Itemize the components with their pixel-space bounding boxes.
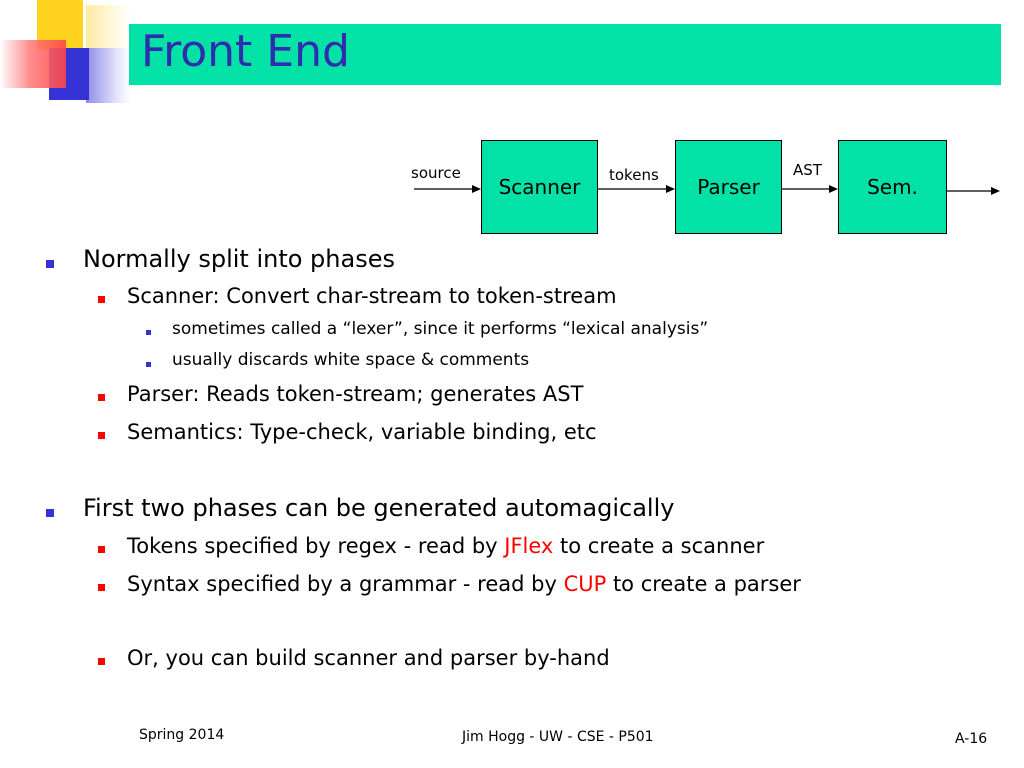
- diagram-box-parser: Parser: [675, 140, 782, 234]
- bullet-scanner: Scanner: Convert char-stream to token-st…: [127, 284, 617, 308]
- diagram-label-ast: AST: [793, 161, 822, 179]
- bullet-syntax-cup: Syntax specified by a grammar - read by …: [127, 572, 801, 596]
- bullet-marker-level2: [98, 658, 105, 665]
- decorative-square-red: [0, 40, 66, 88]
- footer-date: Spring 2014: [139, 727, 225, 743]
- text-tokens-post: to create a scanner: [553, 534, 765, 558]
- bullet-normally-split: Normally split into phases: [83, 245, 395, 273]
- footer-slide-number: A-16: [955, 731, 988, 747]
- bullet-marker-level1: [46, 509, 54, 517]
- bullet-tokens-jflex: Tokens specified by regex - read by JFle…: [127, 534, 764, 558]
- bullet-marker-level2: [98, 432, 105, 439]
- bullet-parser: Parser: Reads token-stream; generates AS…: [127, 382, 584, 406]
- bullet-marker-level3: [146, 362, 151, 367]
- highlight-jflex: JFlex: [504, 534, 554, 558]
- footer-author: Jim Hogg - UW - CSE - P501: [462, 729, 654, 745]
- text-tokens-pre: Tokens specified by regex - read by: [127, 534, 505, 558]
- bullet-first-two-phases: First two phases can be generated automa…: [83, 494, 675, 522]
- diagram-label-source: source: [411, 164, 461, 182]
- highlight-cup: CUP: [563, 572, 607, 596]
- bullet-marker-level2: [98, 394, 105, 401]
- bullet-semantics: Semantics: Type-check, variable binding,…: [127, 420, 597, 444]
- bullet-marker-level2: [98, 584, 105, 591]
- page-title: Front End: [141, 26, 350, 77]
- text-syntax-post: to create a parser: [606, 572, 801, 596]
- diagram-box-scanner: Scanner: [481, 140, 598, 234]
- diagram-box-sem: Sem.: [838, 140, 947, 234]
- text-syntax-pre: Syntax specified by a grammar - read by: [127, 572, 564, 596]
- bullet-discards-whitespace: usually discards white space & comments: [172, 350, 530, 370]
- bullet-by-hand: Or, you can build scanner and parser by-…: [127, 646, 610, 670]
- decorative-square-blue-fade: [86, 48, 131, 103]
- bullet-marker-level2: [98, 296, 105, 303]
- title-bar: Front End: [129, 24, 1001, 85]
- diagram-label-tokens: tokens: [609, 166, 659, 184]
- bullet-marker-level2: [98, 546, 105, 553]
- bullet-lexer: sometimes called a “lexer”, since it per…: [172, 319, 709, 339]
- bullet-marker-level3: [146, 330, 151, 335]
- bullet-marker-level1: [46, 260, 54, 268]
